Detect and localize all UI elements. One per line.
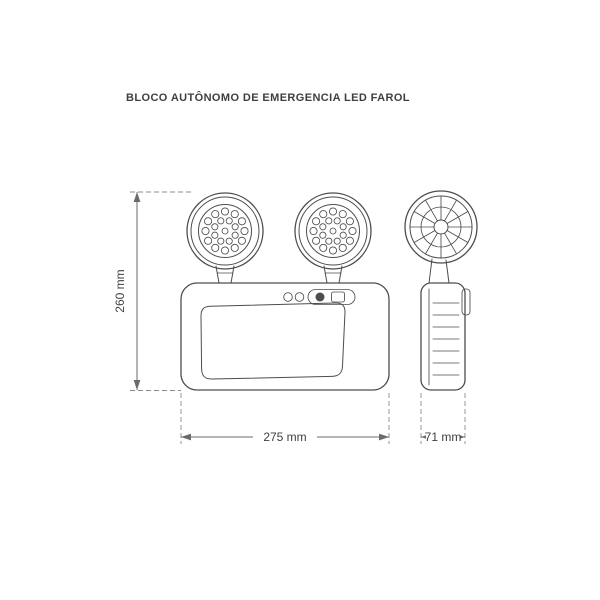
test-button bbox=[315, 292, 325, 302]
body-side-outline bbox=[420, 282, 466, 391]
test-switch-slot bbox=[307, 289, 356, 305]
control-panel bbox=[283, 289, 356, 305]
front-view bbox=[180, 192, 390, 391]
wall-bracket-clip bbox=[461, 288, 471, 316]
width-dimension: 275 mm bbox=[180, 393, 390, 445]
side-view bbox=[404, 190, 478, 391]
depth-dimension-label: 71 mm bbox=[425, 430, 462, 444]
height-dimension-label: 260 mm bbox=[113, 269, 127, 312]
lamp-head-side bbox=[404, 190, 478, 264]
switch-knob bbox=[331, 291, 345, 303]
height-dimension: 260 mm bbox=[113, 191, 193, 391]
lamp-head-left bbox=[186, 192, 264, 270]
indicator-led-2 bbox=[294, 292, 305, 302]
depth-dimension: 71 mm bbox=[420, 393, 466, 445]
width-dimension-label: 275 mm bbox=[263, 430, 306, 444]
indicator-led-1 bbox=[283, 292, 293, 302]
lamp-ribs bbox=[409, 195, 473, 259]
body-front-outline bbox=[180, 282, 390, 391]
lamp-head-right bbox=[294, 192, 372, 270]
drawing-title: BLOCO AUTÔNOMO DE EMERGENCIA LED FAROL bbox=[126, 91, 410, 104]
body-side-vents bbox=[432, 302, 460, 376]
body-front-panel bbox=[200, 302, 346, 380]
